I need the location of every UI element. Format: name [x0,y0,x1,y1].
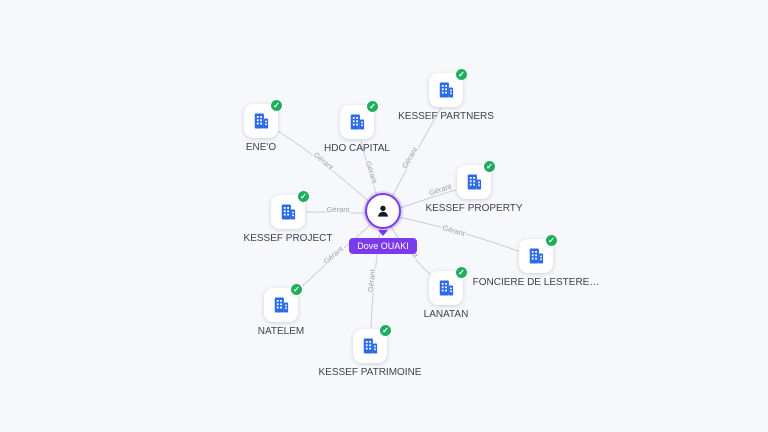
company-label: NATELEM [257,326,305,337]
building-icon [526,246,546,266]
company-card[interactable]: ✓ [429,68,468,107]
edge-label-gerant: Gérant [366,268,377,293]
verified-check-icon: ✓ [270,99,283,112]
person-node-dove-ouaki[interactable]: Dove OUAKI [303,193,463,254]
person-icon [374,202,392,220]
company-node-kessef-patrimoine[interactable]: ✓ KESSEF PATRIMOINE [290,324,450,378]
building-icon [436,278,456,298]
verified-check-icon: ✓ [545,234,558,247]
verified-check-icon: ✓ [455,266,468,279]
company-label: ENE'O [245,142,277,153]
building-icon [278,202,298,222]
building-icon [436,80,456,100]
company-card[interactable]: ✓ [264,283,303,322]
company-node-hdo-capital[interactable]: ✓ HDO CAPITAL [277,100,437,154]
company-label: KESSEF PROPERTY [425,203,523,214]
company-card[interactable]: ✓ [353,324,392,363]
company-node-lanatan[interactable]: ✓ LANATAN [366,266,526,320]
company-node-kessef-project[interactable]: ✓ KESSEF PROJECT [208,190,368,244]
company-card[interactable]: ✓ [457,160,496,199]
building-icon [360,336,380,356]
building-icon [251,111,271,131]
company-node-eneo[interactable]: ✓ ENE'O [181,99,341,153]
verified-check-icon: ✓ [483,160,496,173]
edge-label-gerant: Gérant [364,160,380,185]
building-icon [271,295,291,315]
verified-check-icon: ✓ [455,68,468,81]
company-label: FONCIERE DE LESTERE… [472,277,600,288]
building-icon [347,112,367,132]
company-node-natelem[interactable]: ✓ NATELEM [201,283,361,337]
company-label: KESSEF PROJECT [243,233,333,244]
company-label: KESSEF PARTNERS [398,111,494,122]
marker-pointer-icon [378,230,388,236]
edge-label-gerant: Gérant [327,205,351,214]
company-node-fonciere-de-lestere[interactable]: ✓ FONCIERE DE LESTERE… [456,234,616,288]
company-card[interactable]: ✓ [519,234,558,273]
company-card[interactable]: ✓ [340,100,379,139]
company-card[interactable]: ✓ [271,190,310,229]
company-node-kessef-partners[interactable]: ✓ KESSEF PARTNERS [366,68,526,122]
verified-check-icon: ✓ [379,324,392,337]
company-label: HDO CAPITAL [324,143,390,154]
company-card[interactable]: ✓ [244,99,283,138]
building-icon [464,172,484,192]
company-node-kessef-property[interactable]: ✓ KESSEF PROPERTY [394,160,554,214]
person-marker[interactable] [365,193,401,229]
verified-check-icon: ✓ [366,100,379,113]
verified-check-icon: ✓ [290,283,303,296]
person-name-badge: Dove OUAKI [349,238,417,254]
company-card[interactable]: ✓ [429,266,468,305]
company-label: LANATAN [423,309,469,320]
verified-check-icon: ✓ [297,190,310,203]
company-label: KESSEF PATRIMOINE [318,367,422,378]
